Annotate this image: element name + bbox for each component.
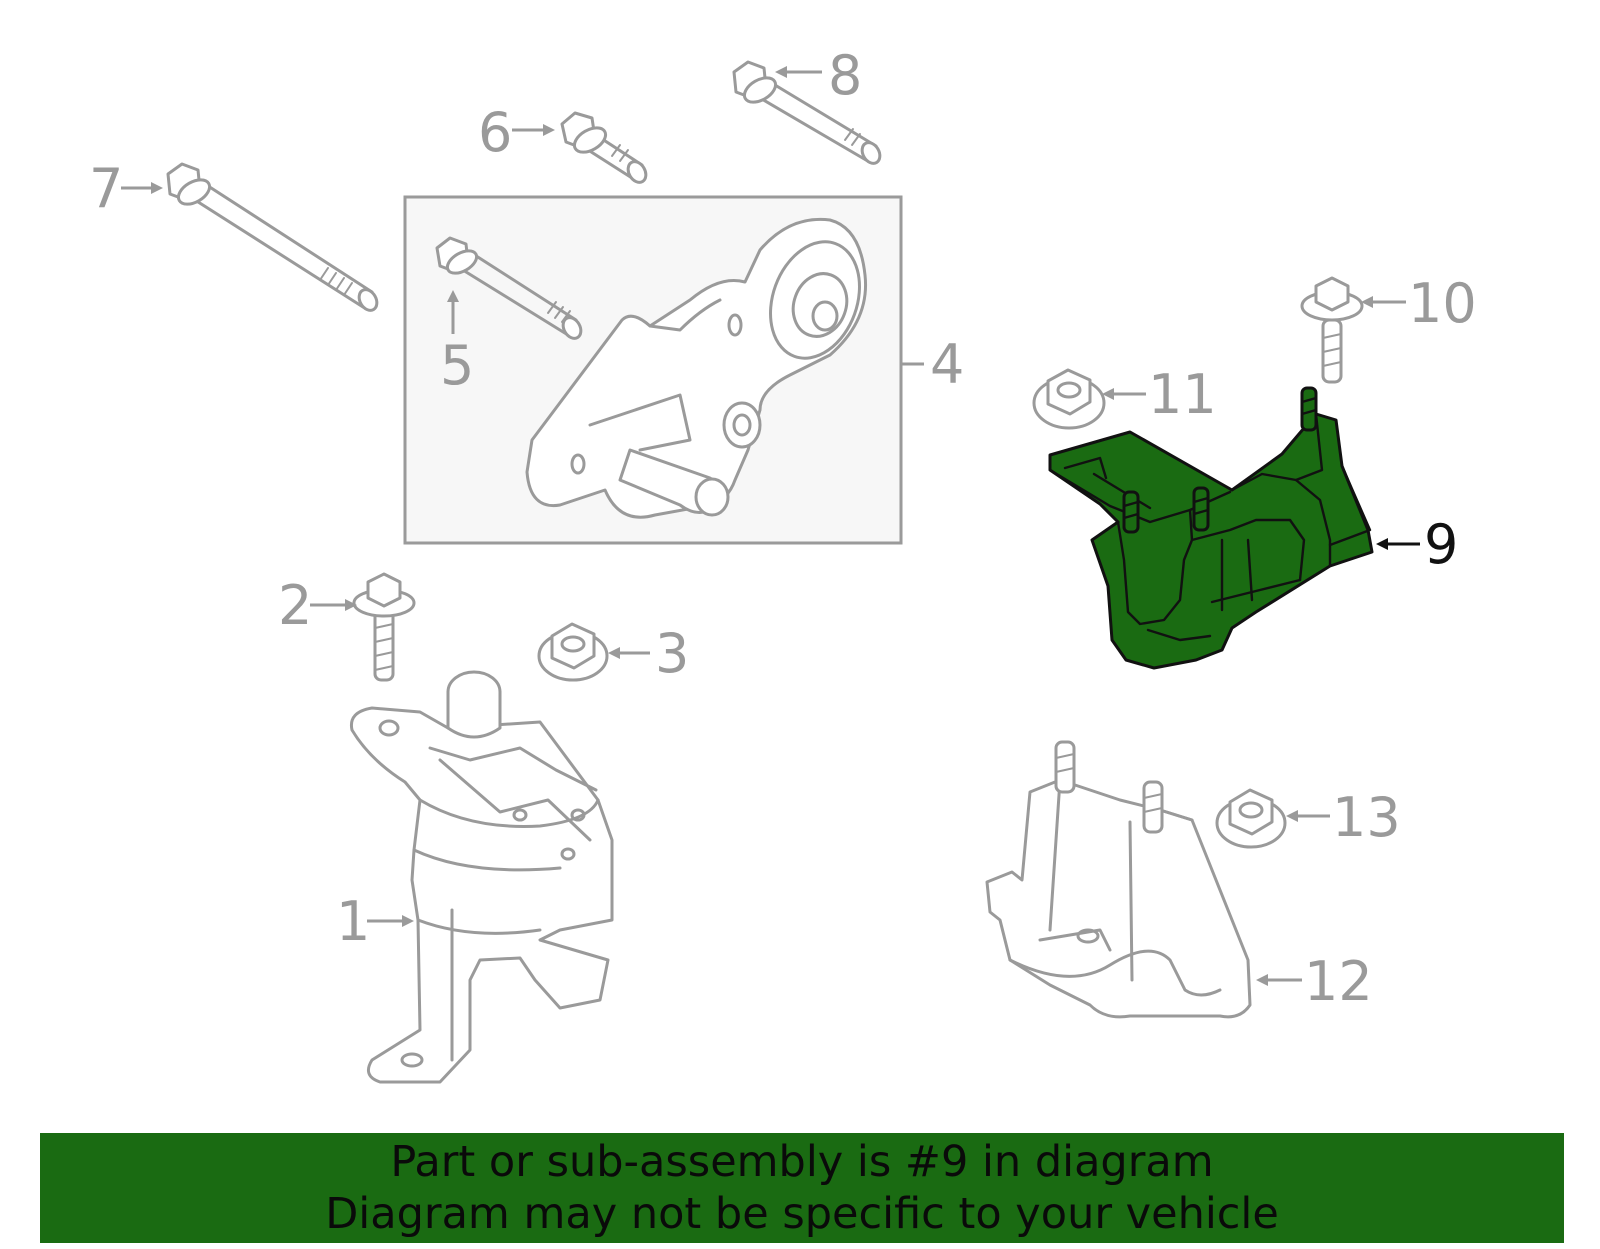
callout-11: 11 — [1148, 363, 1217, 426]
callout-7: 7 — [89, 157, 123, 220]
banner-line-1: Part or sub-assembly is #9 in diagram — [390, 1137, 1214, 1187]
callout-12: 12 — [1304, 950, 1373, 1013]
part-12-bracket[interactable] — [985, 740, 1252, 1019]
part-8-bolt[interactable] — [732, 60, 883, 167]
callout-5: 5 — [440, 334, 474, 397]
part-1-engine-mount[interactable] — [349, 670, 614, 1084]
info-banner: Part or sub-assembly is #9 in diagram Di… — [40, 1133, 1564, 1243]
callout-8: 8 — [828, 44, 862, 107]
callout-3: 3 — [655, 622, 689, 685]
callout-4: 4 — [930, 333, 964, 396]
part-2-flange-bolt[interactable] — [352, 572, 416, 682]
part-9-transmission-mount[interactable] — [1048, 386, 1374, 670]
callout-2: 2 — [278, 574, 312, 637]
part-7-bolt[interactable] — [166, 162, 380, 314]
part-3-flange-nut[interactable] — [537, 622, 609, 682]
part-11-flange-nut[interactable] — [1032, 368, 1106, 430]
banner-line-2: Diagram may not be specific to your vehi… — [325, 1189, 1279, 1239]
callout-9: 9 — [1424, 513, 1458, 576]
part-6-bolt[interactable] — [560, 111, 649, 186]
callout-10: 10 — [1408, 272, 1477, 335]
callout-13: 13 — [1332, 786, 1401, 849]
callout-1: 1 — [336, 890, 370, 953]
leaders — [121, 66, 1420, 986]
part-4-mount-bracket[interactable] — [525, 217, 875, 519]
part-13-flange-nut[interactable] — [1215, 788, 1287, 849]
part-10-bolt[interactable] — [1300, 276, 1364, 384]
callout-6: 6 — [478, 101, 512, 164]
part-5-bolt[interactable] — [435, 236, 584, 342]
